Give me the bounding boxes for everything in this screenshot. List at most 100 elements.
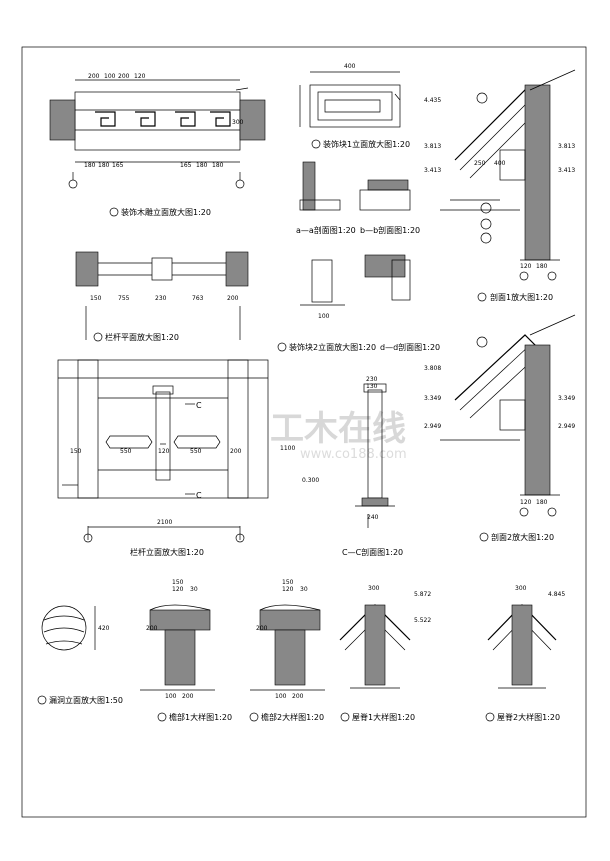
eaves1-drawing — [140, 604, 215, 691]
block2-elevation-drawing — [300, 254, 411, 306]
sec1-mid-dim-1: 250 — [474, 160, 486, 167]
ridge2-drawing — [487, 604, 557, 689]
caption-section-bb: b—b剖面图1:20 — [360, 225, 420, 235]
section-c-mark-bottom: C — [196, 491, 202, 500]
carving-bottom-dim-4: 165 — [180, 162, 192, 169]
carving-bottom-dim-6: 180 — [212, 162, 224, 169]
carving-elevation-drawing — [49, 79, 266, 189]
caption-marker-7 — [479, 532, 489, 542]
ridge2-width-dim: 300 — [515, 585, 527, 592]
railing-level-dim: 0.300 — [302, 477, 319, 484]
caption-section1: 剖面1放大图1:20 — [490, 292, 553, 302]
sec2-level-2: 3.349 — [424, 395, 441, 402]
hole-height-dim: 420 — [98, 625, 110, 632]
ridge1-width-dim: 300 — [368, 585, 380, 592]
caption-hole-elevation: 漏洞立面放大图1:50 — [49, 695, 123, 705]
railing-elev-dim-1: 150 — [70, 448, 82, 455]
eaves1-dim-6: 200 — [182, 693, 194, 700]
railing-plan-dim-3: 230 — [155, 295, 167, 302]
sec2-level-1: 3.808 — [424, 365, 441, 372]
caption-marker-1 — [109, 207, 119, 217]
caption-marker-11 — [340, 712, 350, 722]
sec1-level-2: 3.813 — [424, 143, 441, 150]
caption-section2: 剖面2放大图1:20 — [491, 532, 554, 542]
sec2-level-3: 2.949 — [424, 423, 441, 430]
eaves1-dim-2: 120 — [172, 586, 184, 593]
ridge1-level-2: 5.522 — [414, 617, 431, 624]
section-aa-drawing — [299, 161, 341, 211]
caption-eaves1: 檐部1大样图1:20 — [169, 712, 232, 722]
section2-drawing — [440, 314, 576, 517]
eaves1-dim-1: 150 — [172, 579, 184, 586]
eaves2-dim-3: 30 — [300, 586, 308, 593]
svg-text:www.co188.com: www.co188.com — [300, 447, 407, 462]
cc-top-dim-2: 130 — [366, 383, 378, 390]
caption-eaves2: 檐部2大样图1:20 — [261, 712, 324, 722]
block1-width-dim: 400 — [344, 63, 356, 70]
eaves1-dim-3: 30 — [190, 586, 198, 593]
ridge1-drawing — [339, 604, 411, 689]
cc-top-dim-1: 230 — [366, 376, 378, 383]
eaves2-dim-2: 120 — [282, 586, 294, 593]
eaves2-dim-4: 200 — [256, 625, 268, 632]
section-bb-drawing — [359, 179, 411, 211]
eaves2-dim-1: 150 — [282, 579, 294, 586]
carving-side-dim: 300 — [232, 119, 244, 126]
railing-plan-dim-4: 763 — [192, 295, 204, 302]
caption-section-cc: C—C剖面图1:20 — [342, 547, 403, 557]
caption-marker-9 — [157, 712, 167, 722]
railing-elev-dim-4: 550 — [190, 448, 202, 455]
carving-top-dim-1: 200 — [88, 73, 100, 80]
railing-elev-dim-2: 550 — [120, 448, 132, 455]
carving-top-dim-4: 120 — [134, 73, 146, 80]
ridge2-level-1: 4.845 — [548, 591, 565, 598]
caption-marker-5 — [277, 342, 287, 352]
eaves1-dim-5: 100 — [165, 693, 177, 700]
caption-marker-4 — [93, 332, 103, 342]
watermark: 工木在线 www.co188.com — [270, 409, 407, 462]
sec1-level-5: 3.413 — [558, 167, 575, 174]
railing-height-dim: 1100 — [280, 445, 295, 452]
caption-block1: 装饰块1立面放大图1:20 — [323, 139, 410, 149]
carving-top-dim-3: 200 — [118, 73, 130, 80]
caption-railing-elevation: 栏杆立面放大图1:20 — [130, 547, 204, 557]
caption-section-aa: a—a剖面图1:20 — [296, 225, 356, 235]
sec1-level-3: 3.413 — [424, 167, 441, 174]
carving-bottom-dim-1: 180 — [84, 162, 96, 169]
sec2-bottom-dim-2: 180 — [536, 499, 548, 506]
section-c-mark-top: C — [196, 401, 202, 410]
railing-total-dim: 2100 — [157, 519, 172, 526]
section1-drawing — [440, 69, 576, 281]
sec2-bottom-dim-1: 120 — [520, 499, 532, 506]
railing-plan-dim-1: 150 — [90, 295, 102, 302]
railing-plan-dim-5: 200 — [227, 295, 239, 302]
caption-ridge1: 屋脊1大样图1:20 — [352, 712, 415, 722]
caption-marker-2 — [311, 139, 321, 149]
caption-marker-8 — [37, 695, 47, 705]
caption-block2: 装饰块2立面放大图1:20 — [289, 342, 376, 352]
svg-text:工木在线: 工木在线 — [270, 409, 406, 449]
caption-marker-12 — [485, 712, 495, 722]
sec1-level-1: 4.435 — [424, 97, 441, 104]
eaves2-drawing — [250, 604, 325, 691]
railing-elevation-drawing — [57, 359, 269, 543]
cc-bottom-dim: 240 — [367, 514, 379, 521]
railing-plan-drawing — [75, 251, 249, 340]
carving-bottom-dim-5: 180 — [196, 162, 208, 169]
eaves2-dim-6: 200 — [292, 693, 304, 700]
sec1-level-4: 3.813 — [558, 143, 575, 150]
section-cc-drawing — [355, 383, 395, 528]
sec1-bottom-dim-2: 180 — [536, 263, 548, 270]
caption-carving-elevation: 装饰木雕立面放大图1:20 — [121, 207, 211, 217]
caption-marker-10 — [249, 712, 259, 722]
caption-railing-plan: 栏杆平面放大图1:20 — [105, 332, 179, 342]
sec1-mid-dim-2: 400 — [494, 160, 506, 167]
sec2-level-5: 2.949 — [558, 423, 575, 430]
railing-plan-dim-2: 755 — [118, 295, 130, 302]
hole-elevation-drawing — [41, 605, 96, 651]
carving-bottom-dim-3: 165 — [112, 162, 124, 169]
railing-elev-dim-5: 200 — [230, 448, 242, 455]
sec2-level-4: 3.349 — [558, 395, 575, 402]
caption-section-dd: d—d剖面图1:20 — [380, 342, 440, 352]
